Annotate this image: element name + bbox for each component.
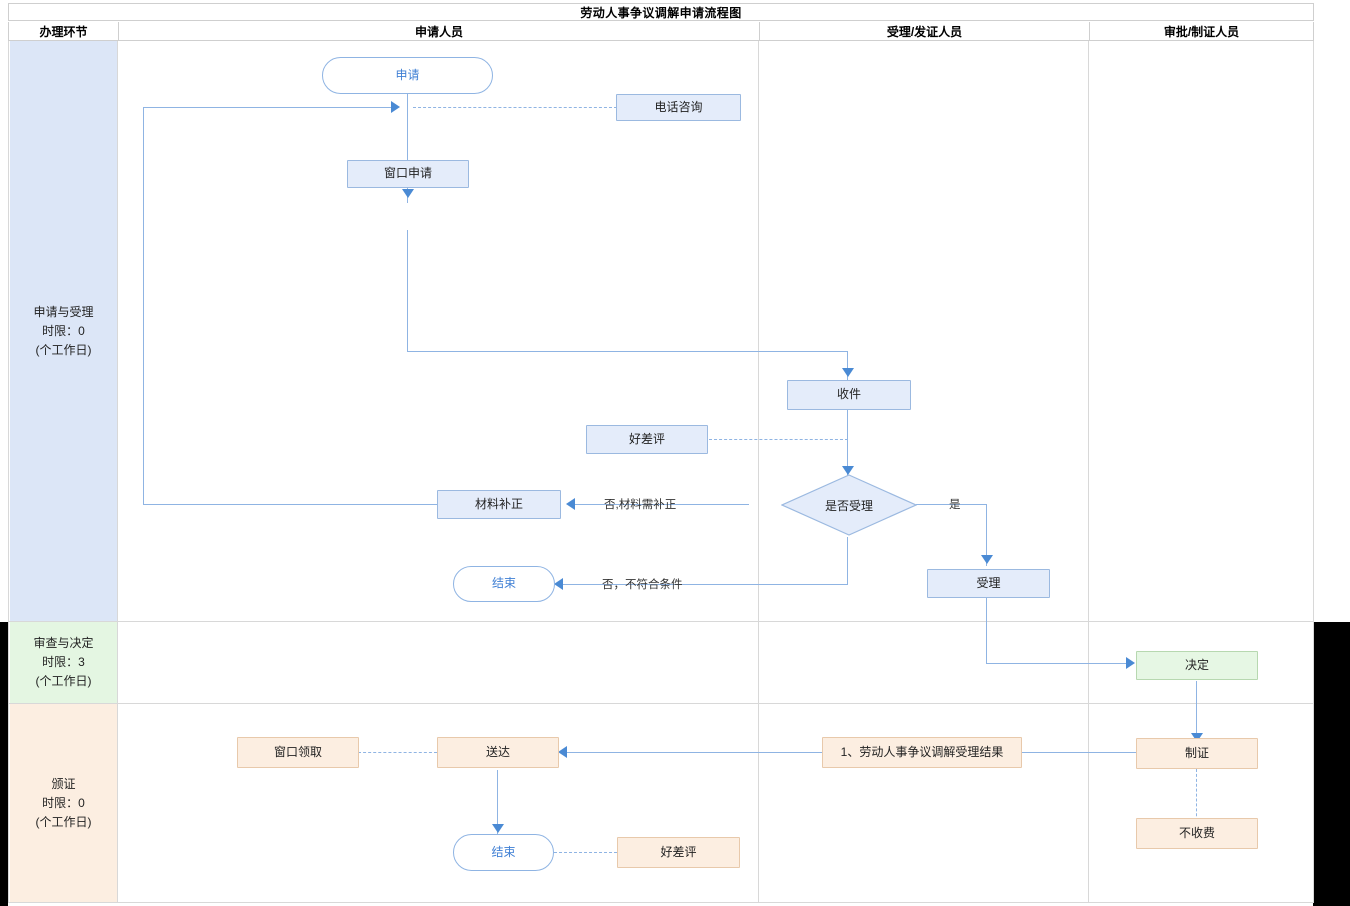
node-result-doc[interactable]: 1、劳动人事争议调解受理结果 — [822, 737, 1022, 768]
edge-cert-to-nofee-dashed — [1196, 769, 1197, 831]
phase-1-name: 申请与受理 — [33, 304, 94, 319]
arrowhead-to-end-reject — [554, 578, 563, 590]
node-no-fee[interactable]: 不收费 — [1136, 818, 1258, 849]
arrowhead-to-window-apply — [402, 189, 414, 198]
arrowhead-to-fix-material — [566, 498, 575, 510]
phase-1-limit: 时限：0 — [42, 323, 85, 338]
edge-start-to-window — [407, 93, 409, 203]
edge-review1-dashed — [709, 439, 848, 440]
page-title: 劳动人事争议调解申请流程图 — [580, 5, 742, 20]
swimlane-grid: 申请与受理 时限：0 (个工作日) 审查与决定 时限：3 (个工作日) 颁证 时… — [8, 41, 1314, 903]
edge-window-get-dashed — [358, 752, 437, 753]
edge-fix-loop-vertical — [143, 107, 145, 505]
arrowhead-to-receive — [842, 368, 854, 377]
column-header-acceptor: 受理/发证人员 — [759, 22, 1089, 40]
edge-reject-left — [563, 584, 848, 586]
edge-window-down — [407, 230, 409, 352]
phase-cell-issuance: 颁证 时限：0 (个工作日) — [10, 704, 117, 902]
phase-2-limit: 时限：3 — [42, 655, 85, 669]
arrowhead-to-end-done — [492, 824, 504, 833]
arrowhead-to-decision — [842, 466, 854, 475]
node-accepted[interactable]: 受理 — [927, 569, 1050, 598]
node-make-cert[interactable]: 制证 — [1136, 738, 1258, 769]
node-review-second[interactable]: 好差评 — [617, 837, 740, 868]
lane-divider-2 — [758, 41, 759, 903]
phase-3-unit: (个工作日) — [35, 814, 92, 829]
edge-fix-loop-bottom — [143, 504, 437, 506]
diamond-shape — [780, 474, 918, 536]
phase-cell-review: 审查与决定 时限：3 (个工作日) — [10, 622, 117, 703]
arrowhead-to-accepted — [981, 555, 993, 564]
edge-accepted-right — [986, 663, 1133, 665]
node-receive[interactable]: 收件 — [787, 380, 911, 410]
edge-receive-to-decision — [847, 410, 849, 478]
edge-fix-loop-top — [143, 107, 391, 109]
arrowhead-to-make-cert — [1191, 733, 1203, 742]
phase-3-limit: 时限：0 — [42, 795, 85, 810]
phase-1-unit: (个工作日) — [35, 342, 92, 357]
right-black-bar — [1313, 622, 1350, 906]
diagram-title-bar: 劳动人事争议调解申请流程图 — [8, 3, 1314, 21]
edge-yes-down — [986, 504, 988, 566]
node-fix-material[interactable]: 材料补正 — [437, 490, 561, 519]
edge-label-yes: 是 — [949, 499, 961, 511]
lane-divider-3 — [1088, 41, 1089, 903]
node-phone-consult[interactable]: 电话咨询 — [616, 94, 741, 121]
node-end-reject[interactable]: 结束 — [453, 566, 555, 602]
edge-window-right — [407, 351, 848, 353]
column-header-row: 办理环节 申请人员 受理/发证人员 审批/制证人员 — [8, 22, 1314, 41]
phase-3-name: 颁证 — [51, 776, 76, 791]
node-decision-accept[interactable]: 是否受理 — [780, 474, 918, 536]
arrowhead-loop-into-junction — [391, 101, 400, 113]
left-black-bar — [0, 622, 8, 906]
phase-divider-1 — [9, 621, 1313, 622]
edge-result-to-deliver — [567, 752, 822, 754]
node-window-apply[interactable]: 窗口申请 — [347, 160, 469, 188]
edge-decision-bottom — [847, 537, 849, 585]
arrowhead-to-decision-node — [1126, 657, 1135, 669]
arrowhead-to-deliver — [558, 746, 567, 758]
column-header-stage: 办理环节 — [39, 24, 88, 39]
column-header-approver: 审批/制证人员 — [1089, 22, 1313, 40]
edge-review2-dashed — [549, 852, 617, 853]
node-window-get[interactable]: 窗口领取 — [237, 737, 359, 768]
edge-accepted-down — [986, 597, 988, 664]
phase-divider-2 — [9, 703, 1313, 704]
node-review-first[interactable]: 好差评 — [586, 425, 708, 454]
edge-label-no-fix: 否,材料需补正 — [604, 499, 677, 511]
edge-decision-yes — [916, 504, 987, 506]
node-end-done[interactable]: 结束 — [453, 834, 554, 871]
phase-cell-application: 申请与受理 时限：0 (个工作日) — [10, 41, 117, 621]
edge-phone-consult-dashed — [413, 107, 617, 108]
edge-deliver-to-end — [497, 770, 499, 837]
phase-2-name: 审查与决定 — [33, 636, 94, 650]
edge-decision-to-cert — [1196, 681, 1198, 745]
node-start[interactable]: 申请 — [322, 57, 493, 94]
edge-decision-to-fix — [575, 504, 749, 506]
edge-cert-to-result — [1022, 752, 1136, 754]
node-decision-accept-label: 是否受理 — [824, 498, 873, 513]
lane-divider-1 — [117, 41, 118, 903]
phase-2-unit: (个工作日) — [35, 674, 92, 688]
node-decision-result[interactable]: 决定 — [1136, 651, 1258, 680]
edge-label-no-reject: 否，不符合条件 — [602, 579, 683, 591]
node-deliver[interactable]: 送达 — [437, 737, 559, 768]
column-header-applicant: 申请人员 — [118, 22, 759, 40]
